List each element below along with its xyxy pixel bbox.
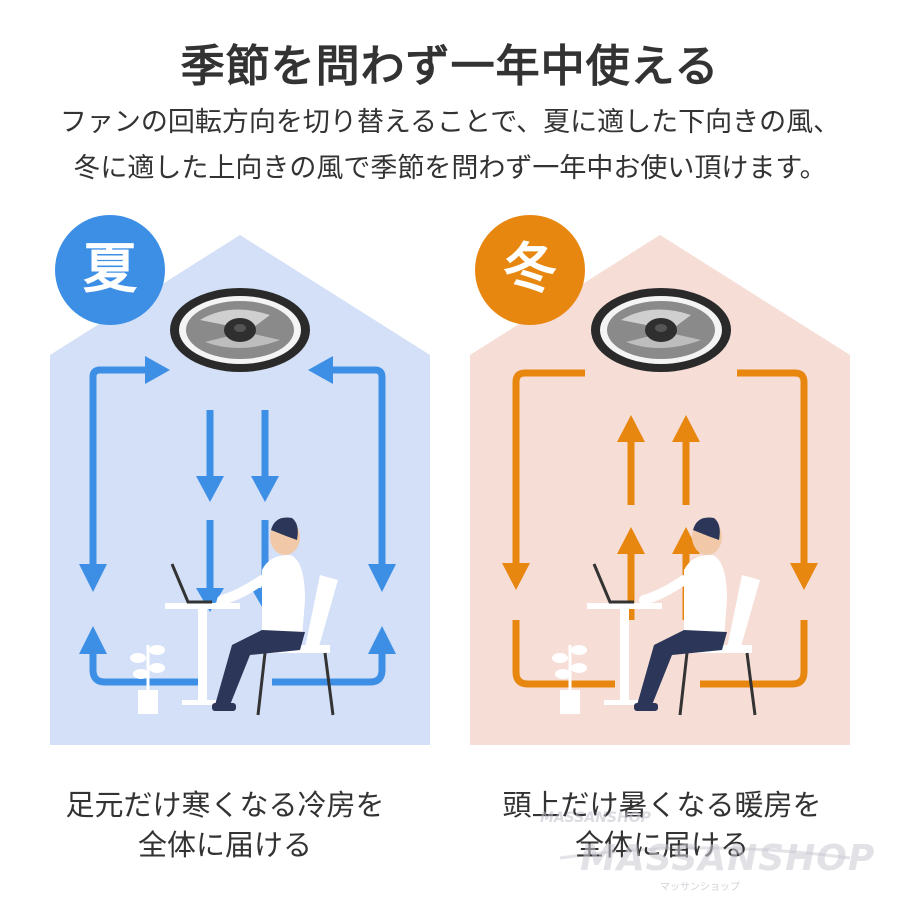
watermark-swoosh bbox=[559, 846, 851, 860]
summer-ceiling-fan bbox=[170, 288, 310, 372]
summer-airflow-bottom-right bbox=[272, 626, 396, 686]
summer-airflow-loop-right bbox=[328, 366, 396, 592]
page-title: 季節を問わず一年中使える bbox=[180, 41, 720, 92]
summer-arrowhead-right-top bbox=[308, 356, 333, 384]
summer-caption-line-1: 足元だけ寒くなる冷房を bbox=[65, 788, 385, 822]
winter-caption-line-1: 頭上だけ暑くなる暖房を bbox=[502, 788, 822, 822]
summer-panel bbox=[50, 235, 430, 745]
summer-person bbox=[212, 517, 305, 711]
winter-badge-label: 冬 bbox=[503, 237, 557, 300]
winter-caption-line-2: 全体に届ける bbox=[574, 828, 749, 862]
summer-caption-line-2: 全体に届ける bbox=[137, 828, 312, 862]
winter-panel bbox=[470, 235, 850, 745]
winter-airflow-bottom-right bbox=[700, 620, 808, 688]
summer-airflow-loop-left bbox=[79, 366, 145, 592]
winter-badge bbox=[475, 215, 585, 325]
summer-badge-label: 夏 bbox=[83, 237, 137, 300]
winter-desk bbox=[587, 563, 662, 705]
description-line-2: 冬に適した上向きの風で季節を問わず一年中お使い頂けます。 bbox=[73, 153, 827, 184]
winter-airflow-loop-left bbox=[512, 369, 585, 565]
summer-badge bbox=[55, 215, 165, 325]
watermark-large: MASSANSHOP bbox=[580, 838, 876, 879]
winter-house-shape bbox=[470, 235, 850, 745]
winter-ceiling-fan bbox=[591, 288, 731, 372]
summer-desk bbox=[165, 563, 240, 705]
winter-airflow-loop-right bbox=[737, 369, 808, 565]
summer-plant bbox=[130, 645, 165, 714]
watermark-small: MASSANSHOP bbox=[540, 810, 651, 826]
summer-arrowhead-left-top bbox=[145, 356, 170, 384]
summer-airflow-bottom-left bbox=[79, 626, 200, 686]
winter-airflow-bottom-left bbox=[512, 620, 615, 688]
winter-person bbox=[634, 517, 727, 711]
watermark-kana: マッサンショップ bbox=[660, 882, 740, 893]
winter-plant bbox=[552, 645, 587, 714]
description-line-1: ファンの回転方向を切り替えることで、夏に適した下向きの風、 bbox=[59, 107, 841, 138]
